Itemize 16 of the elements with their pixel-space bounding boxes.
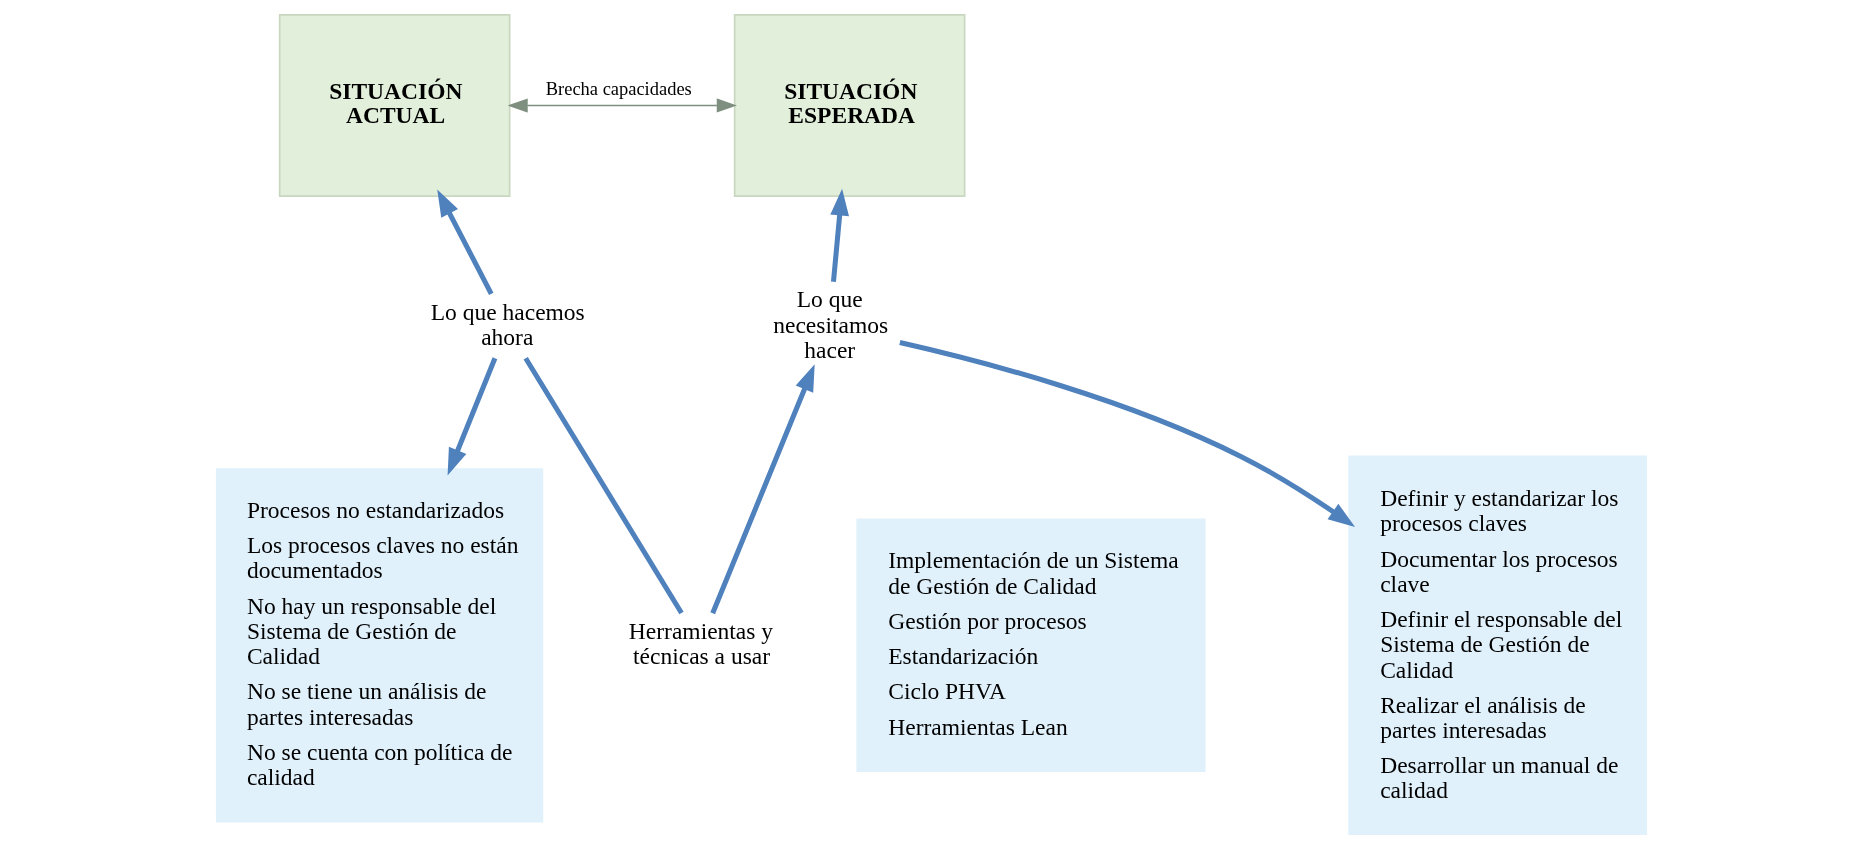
arrow bbox=[436, 189, 493, 296]
node-box: Procesos no estandarizados Los procesos claves no están documentados No hay un responsable del Sistema de Gestión de Calidad No se tiene un análisis de partes interesadas No se cuenta con política de calidad bbox=[215, 468, 543, 823]
connector bbox=[523, 356, 684, 615]
arrow bbox=[898, 340, 1355, 527]
node-box: Definir y estandarizar los procesos claves Documentar los procesos clave Definir el responsable del Sistema de Gestión de Calidad Realizar el análisis de partes interesadas Desarrollar un manual de calidad bbox=[1347, 455, 1647, 835]
arrow bbox=[829, 188, 849, 282]
node-text: Lo que necesitamos hacer bbox=[772, 286, 888, 363]
arrow bbox=[447, 357, 497, 476]
node-box: SITUACIÓN ACTUAL bbox=[278, 14, 510, 197]
arrow bbox=[507, 98, 737, 113]
edge-label: Brecha capacidades bbox=[545, 79, 692, 100]
arrow bbox=[709, 364, 815, 615]
node-box: Implementación de un Sistema de Gestión de Calidad Gestión por procesos Estandarización Ciclo PHVA Herramientas Lean bbox=[855, 518, 1206, 773]
node-box: SITUACIÓN ESPERADA bbox=[733, 14, 965, 197]
node-text: Herramientas y técnicas a usar bbox=[628, 617, 773, 670]
node-text: Lo que hacemos ahora bbox=[430, 298, 585, 351]
